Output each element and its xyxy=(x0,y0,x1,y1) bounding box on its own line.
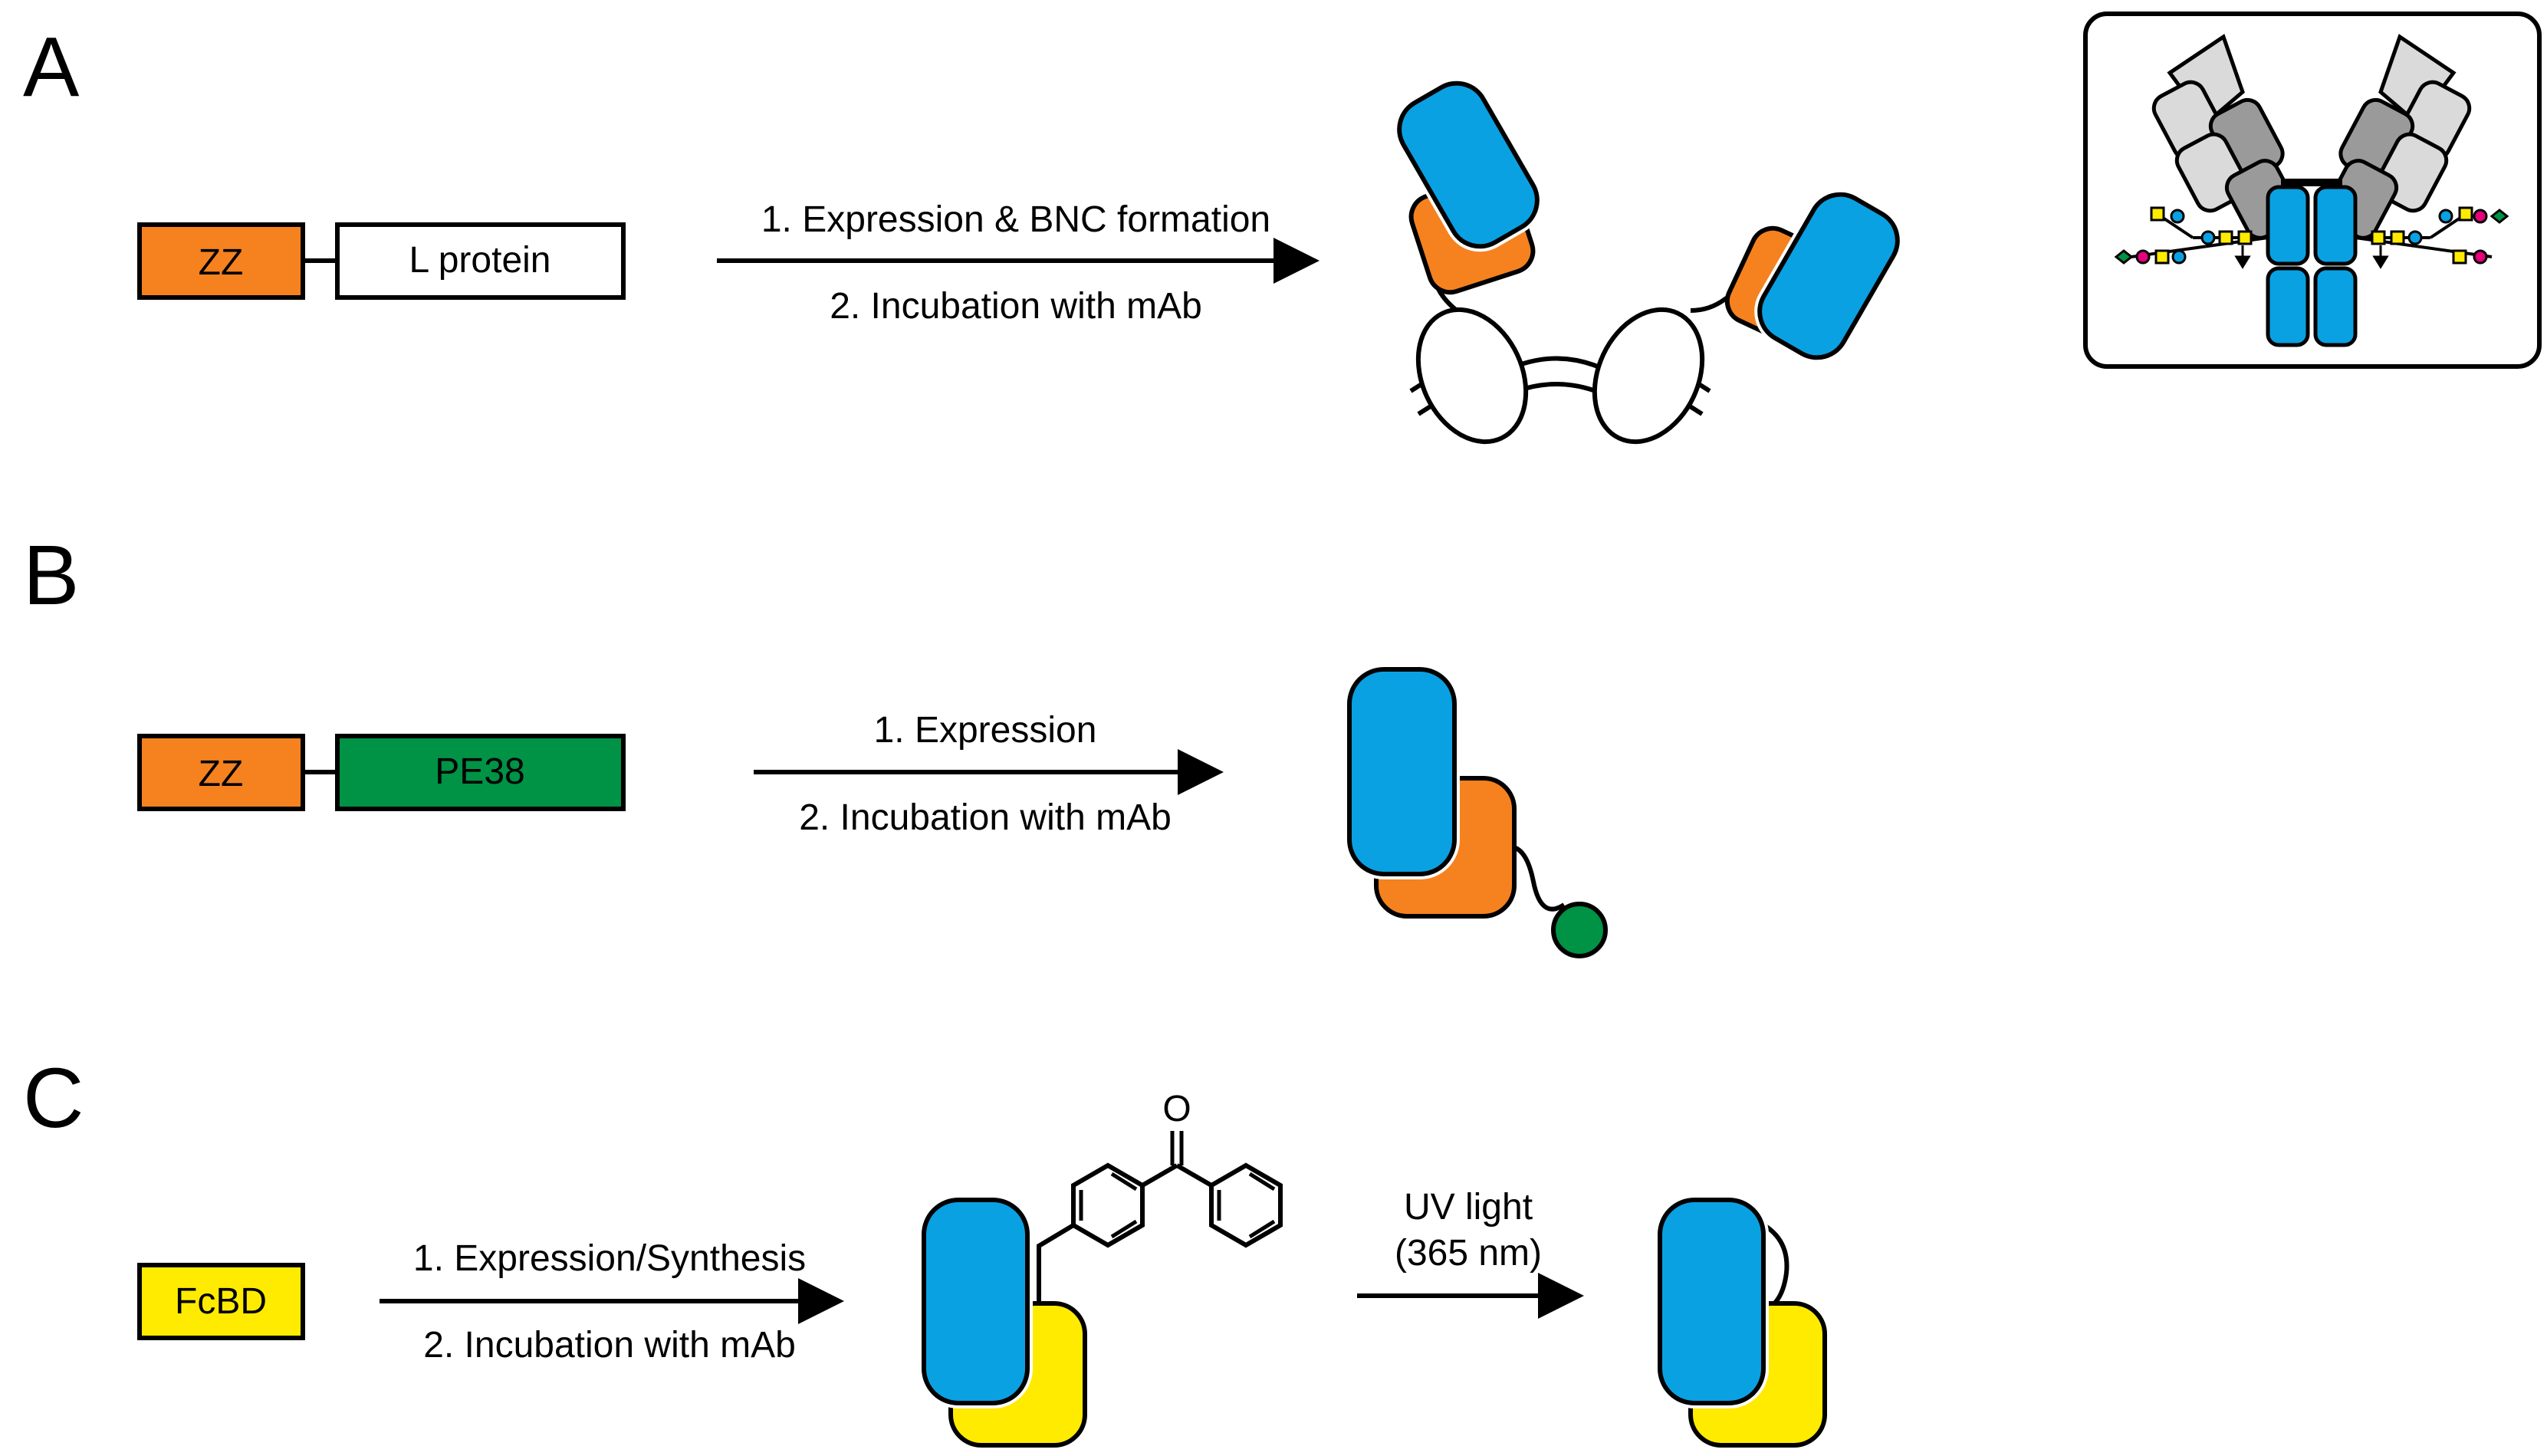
pe38-domain-shape xyxy=(1551,902,1608,958)
glycan-circle xyxy=(2438,209,2453,224)
bnc-product xyxy=(1394,77,1903,445)
fcbd-label: FcBD xyxy=(175,1281,267,1322)
panel-c-construct: FcBD xyxy=(137,1263,305,1340)
fcbd-box xyxy=(137,1263,305,1340)
fc-region-shape xyxy=(922,1198,1030,1405)
inset-frame xyxy=(2083,12,2542,369)
glycan-left xyxy=(2114,206,2269,269)
step-2-label: 2. Incubation with mAb xyxy=(423,1325,796,1366)
carbonyl-bond xyxy=(1175,1163,1213,1188)
panel-c-label: C xyxy=(23,1051,84,1145)
fc-region-shape xyxy=(1757,192,1900,360)
l-protein-ellipse xyxy=(1592,307,1705,445)
glycan-square xyxy=(2390,230,2405,245)
photocrosslinking-intermediate: O xyxy=(919,1089,1283,1448)
uv-light-label: UV light xyxy=(1404,1187,1533,1228)
phenyl-ring xyxy=(1071,1162,1145,1248)
fc-heavy-chain xyxy=(2266,266,2310,347)
panel-c: C FcBD 1. Expression/Synthesis 2. Incuba… xyxy=(23,1051,1827,1448)
fc-region-shape xyxy=(1658,1198,1766,1405)
carbonyl-oxygen-label: O xyxy=(1162,1089,1191,1129)
pe38-label: PE38 xyxy=(435,751,524,792)
glycan-diamond xyxy=(2114,249,2134,265)
panel-a: A ZZ L protein 1. Expression & BNC forma… xyxy=(23,12,2542,445)
pe38-linker xyxy=(1506,844,1566,912)
panel-a-label: A xyxy=(23,20,80,114)
panel-b-construct: ZZ PE38 xyxy=(137,734,626,811)
l-protein-ellipse xyxy=(1415,307,1529,445)
fc-region-shape xyxy=(1397,81,1540,249)
carbonyl-bond xyxy=(1141,1163,1178,1188)
l-protein-box xyxy=(335,222,626,300)
glycan-circle xyxy=(2473,209,2488,224)
panel-a-construct: ZZ L protein xyxy=(137,222,626,300)
crosslinked-product xyxy=(1655,1195,1827,1448)
glycan-circle xyxy=(2170,209,2185,224)
phenyl-ring xyxy=(1209,1162,1283,1248)
bound-antibody-left xyxy=(1394,77,1543,295)
glycan-circle xyxy=(2407,230,2423,245)
glycan-circle xyxy=(2135,249,2151,265)
benzophenone-tether xyxy=(1037,1223,1075,1303)
l-protein-label: L protein xyxy=(409,240,550,281)
glycan-square xyxy=(2218,230,2233,245)
pe38-box xyxy=(335,734,626,811)
panel-a-reaction-arrow: 1. Expression & BNC formation 2. Incubat… xyxy=(717,199,1320,327)
glycan-right xyxy=(2355,206,2509,269)
bound-antibody-right xyxy=(1724,189,1903,363)
glycan-square xyxy=(2237,230,2253,245)
step-1-label: 1. Expression/Synthesis xyxy=(413,1238,806,1279)
fucose-arrow xyxy=(2234,245,2251,269)
panel-c-reaction-arrow: 1. Expression/Synthesis 2. Incubation wi… xyxy=(380,1238,844,1366)
antibody-inset xyxy=(2083,12,2542,369)
glycan-square xyxy=(2150,206,2165,222)
zz-domain-label: ZZ xyxy=(199,754,244,794)
fc-heavy-chain xyxy=(2266,185,2310,266)
fc-heavy-chain xyxy=(2313,185,2358,266)
benzophenone-structure: O xyxy=(1037,1089,1283,1303)
immunotoxin-product xyxy=(1344,664,1608,958)
panel-b-label: B xyxy=(23,528,79,623)
step-2-label: 2. Incubation with mAb xyxy=(830,286,1202,327)
fc-region-shape xyxy=(1347,667,1457,876)
zz-domain-label: ZZ xyxy=(199,242,244,283)
glycan-square xyxy=(2458,206,2473,222)
zz-domain-box xyxy=(137,222,305,300)
zz-domain-box xyxy=(137,734,305,811)
fc-heavy-chain xyxy=(2313,266,2358,347)
uv-arrow-group: UV light (365 nm) xyxy=(1357,1187,1584,1319)
glycan-circle xyxy=(2171,249,2187,265)
panel-b: B ZZ PE38 1. Expression 2. Incubation wi… xyxy=(23,528,1608,958)
glycan-square xyxy=(2154,249,2170,265)
glycan-square xyxy=(2452,249,2467,265)
step-1-label: 1. Expression xyxy=(874,710,1097,751)
fucose-arrow xyxy=(2372,245,2389,269)
glycan-square xyxy=(2371,230,2386,245)
step-2-label: 2. Incubation with mAb xyxy=(799,797,1172,838)
uv-wavelength-label: (365 nm) xyxy=(1395,1233,1542,1274)
glycan-circle xyxy=(2200,230,2216,245)
glycan-circle xyxy=(2473,249,2488,265)
glycan-diamond xyxy=(2489,209,2509,224)
step-1-label: 1. Expression & BNC formation xyxy=(761,199,1270,240)
panel-b-reaction-arrow: 1. Expression 2. Incubation with mAb xyxy=(754,710,1224,838)
